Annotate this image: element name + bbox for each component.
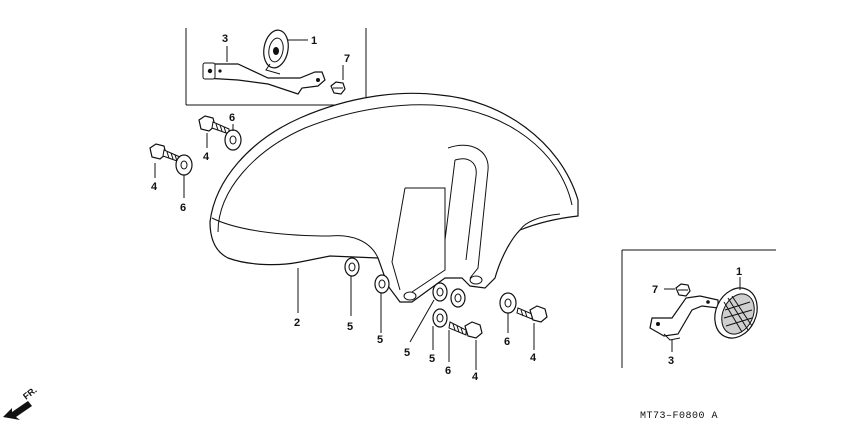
bolt-a [149,143,181,163]
grommet-3 [432,282,448,302]
washer-b [224,129,242,151]
grommet-1 [344,257,360,277]
washer-d [499,292,517,314]
arrow-icon [3,401,32,420]
direction-label: FR. [21,385,39,402]
callout-fender: 2 [294,317,300,329]
callout-grommet-1: 5 [347,321,353,333]
washer-a [175,154,193,176]
callout-right-stay: 3 [668,355,674,367]
callout-washer-d: 6 [504,336,510,348]
callout-top-stay: 3 [222,33,228,45]
right-stay [649,295,719,341]
top-stay-assembly [202,29,326,95]
callout-grommet-4: 5 [429,353,435,365]
grommet-4 [432,308,448,328]
callout-washer-b: 6 [229,112,235,124]
callout-top-pulley: 1 [311,35,317,47]
grommet-2 [374,274,390,294]
callout-grommet-2: 5 [377,334,383,346]
bolt-d [516,305,548,323]
leader-lines [154,39,741,370]
callout-bolt-c: 4 [472,371,479,383]
drawing-code: MT73–F0800 A [640,411,718,422]
washer-c [450,288,466,308]
callout-right-reflector: 1 [736,266,742,278]
callout-labels: 1 3 7 2 4 6 4 6 5 5 5 5 6 4 6 4 7 1 3 [151,33,742,383]
callout-bolt-d: 4 [530,352,537,364]
right-inset-box [621,249,776,368]
right-reflector [714,287,758,339]
bolt-c [448,321,483,339]
callout-right-nut: 7 [652,284,658,296]
callout-bolt-a: 4 [151,181,158,193]
front-direction-marker: FR. [3,385,39,420]
callout-grommet-3: 5 [404,347,410,359]
callout-top-nut: 7 [344,53,350,65]
bolt-b [198,115,230,135]
callout-washer-c: 6 [445,365,451,377]
front-fender [209,92,579,303]
callout-washer-a: 6 [180,202,186,214]
top-nut [330,81,346,95]
right-nut [675,283,691,297]
callout-bolt-b: 4 [203,151,210,163]
